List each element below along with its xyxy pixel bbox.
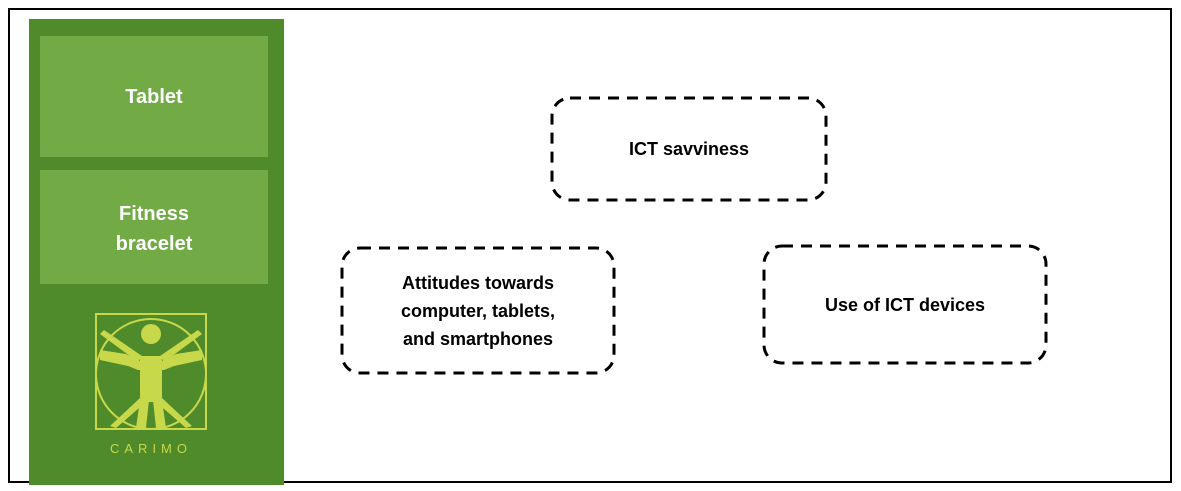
- node-label: Use of ICT devices: [824, 294, 986, 315]
- node-use-of-ict-devices: Use of ICT devices: [762, 244, 1048, 365]
- sidebar: Tablet Fitness bracelet CARIMO: [29, 19, 284, 485]
- dashed-border: [762, 244, 1048, 365]
- dashed-border: [550, 96, 828, 202]
- dashed-border: [340, 246, 616, 375]
- node-label: Attitudes towards computer, tablets, and…: [400, 272, 556, 349]
- logo-text: CARIMO: [110, 441, 192, 456]
- node-attitudes: Attitudes towards computer, tablets, and…: [340, 246, 616, 375]
- vitruvian-man-icon: CARIMO: [95, 313, 207, 456]
- tile-tablet-label: Tablet: [125, 85, 183, 108]
- tile-fitness-bracelet: Fitness bracelet: [40, 170, 268, 284]
- node-ict-savviness: ICT savviness: [550, 96, 828, 202]
- node-label: ICT savviness: [628, 139, 750, 159]
- tile-tablet: Tablet: [40, 36, 268, 157]
- tile-fitness-bracelet-label: Fitness bracelet: [115, 203, 193, 255]
